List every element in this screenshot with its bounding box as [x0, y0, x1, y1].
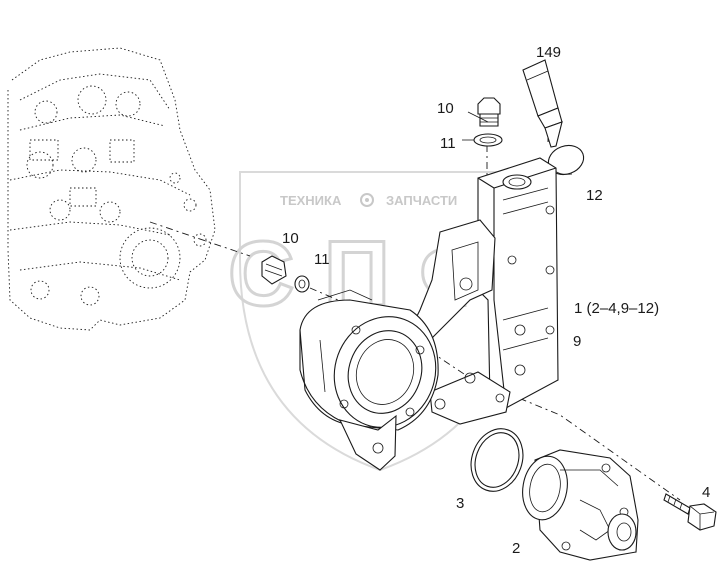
- label-2: 2: [512, 540, 520, 557]
- watermark-brand-right: ЗАПЧАСТИ: [386, 193, 457, 208]
- washer-top: [473, 133, 503, 147]
- gear-icon: [360, 193, 374, 207]
- label-4: 4: [702, 484, 710, 501]
- crank-seal-housing: [299, 289, 439, 471]
- label-11-top: 11: [440, 135, 456, 152]
- leader-10-top: [467, 111, 489, 123]
- label-11-mid: 11: [314, 251, 330, 268]
- timing-cover: [404, 157, 559, 425]
- washer-middle: [294, 275, 310, 293]
- watermark-brand-left: ТЕХНИКА: [280, 193, 342, 208]
- plug-top: [477, 97, 501, 127]
- engine-block: [7, 47, 216, 331]
- label-9: 9: [573, 333, 581, 350]
- water-pump: [522, 449, 639, 561]
- label-1: 1 (2–4,9–12): [574, 300, 659, 317]
- plug-middle: [261, 255, 287, 285]
- label-10-mid: 10: [282, 230, 299, 247]
- o-ring: [470, 428, 524, 492]
- label-10-top: 10: [437, 100, 454, 117]
- sealant-tube: [522, 59, 563, 148]
- axis-line-block-to-plug: [149, 221, 251, 257]
- label-3: 3: [456, 495, 464, 512]
- bolt: [663, 493, 717, 531]
- label-149: 149: [536, 44, 561, 61]
- label-12: 12: [586, 187, 603, 204]
